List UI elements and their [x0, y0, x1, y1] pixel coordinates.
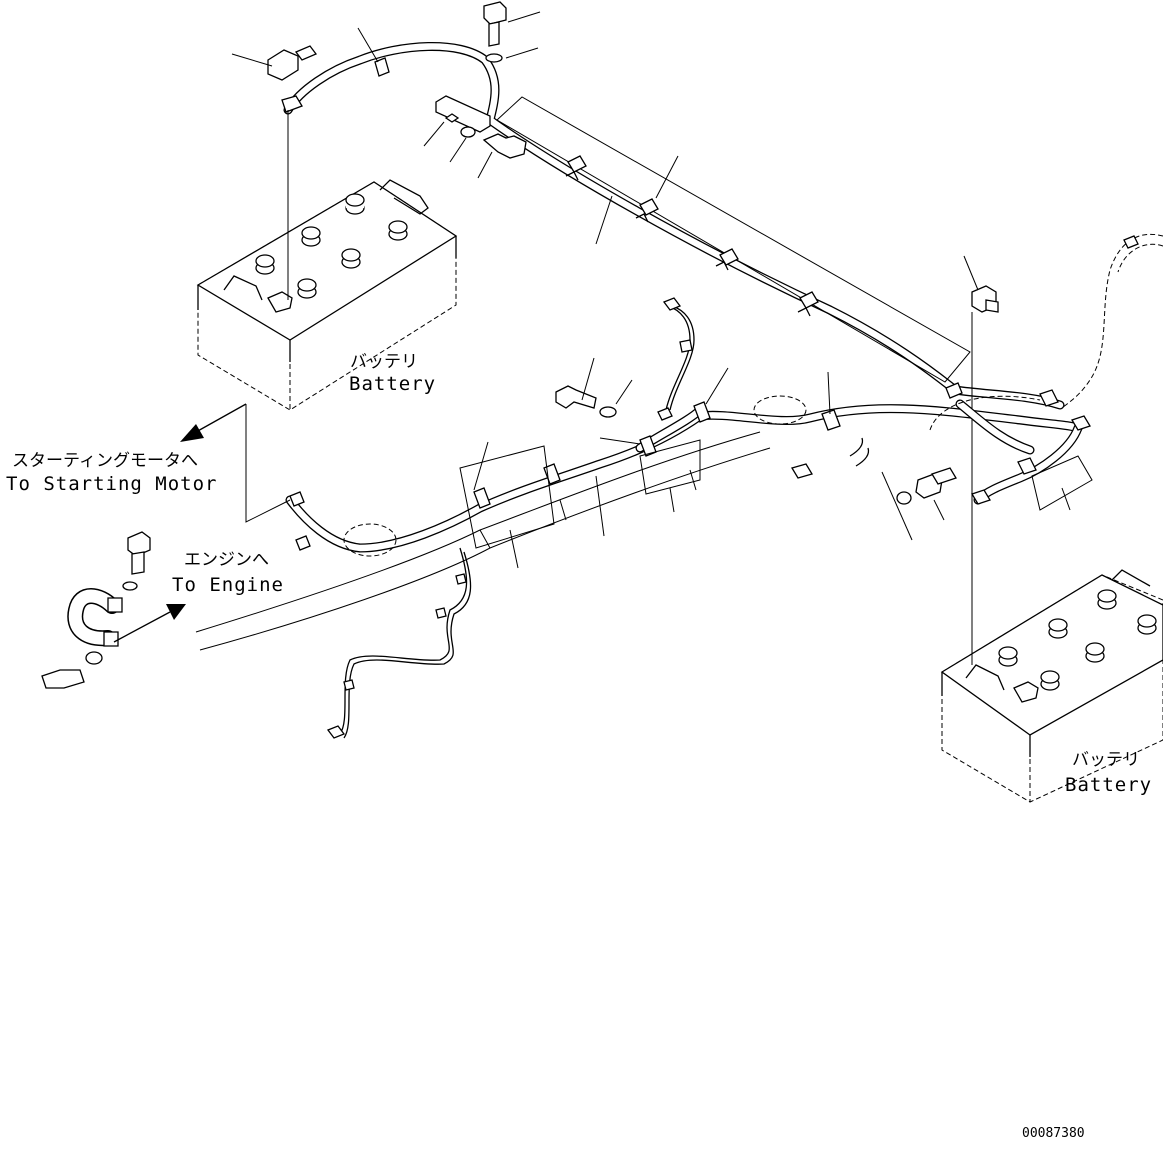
battery-right-label-jp: バッテリ	[1072, 750, 1140, 770]
starting-motor-label-en: To Starting Motor	[6, 473, 217, 495]
terminal-right	[971, 285, 999, 313]
leader-lines	[231, 11, 1071, 569]
battery-cable-lower	[285, 389, 1091, 553]
bracket-top	[435, 95, 527, 159]
frame-rail	[195, 431, 771, 651]
engine-label-en: To Engine	[172, 574, 284, 596]
battery-cable-top	[283, 42, 1065, 410]
engine-label-jp: エンジンへ	[184, 550, 269, 570]
bolt-middle	[555, 385, 617, 418]
battery-left	[196, 179, 458, 411]
starting-motor-label-jp: スターティングモータへ	[12, 451, 198, 471]
hose-left	[67, 588, 123, 647]
arrow-engine	[113, 604, 186, 643]
terminal-left-top	[267, 45, 318, 113]
bolt-top	[483, 1, 507, 63]
tag-plates	[459, 439, 1093, 549]
bolt-hose	[41, 531, 151, 689]
document-number: 00087380	[1022, 1126, 1085, 1141]
battery-right-label-en: Battery	[1065, 774, 1152, 796]
battery-right	[940, 569, 1163, 803]
arrow-starting-motor	[180, 403, 247, 442]
ground-cable	[326, 547, 472, 739]
battery-left-label-jp: バッテリ	[350, 352, 418, 372]
battery-left-label-en: Battery	[349, 373, 436, 395]
bolt-right	[896, 467, 957, 505]
